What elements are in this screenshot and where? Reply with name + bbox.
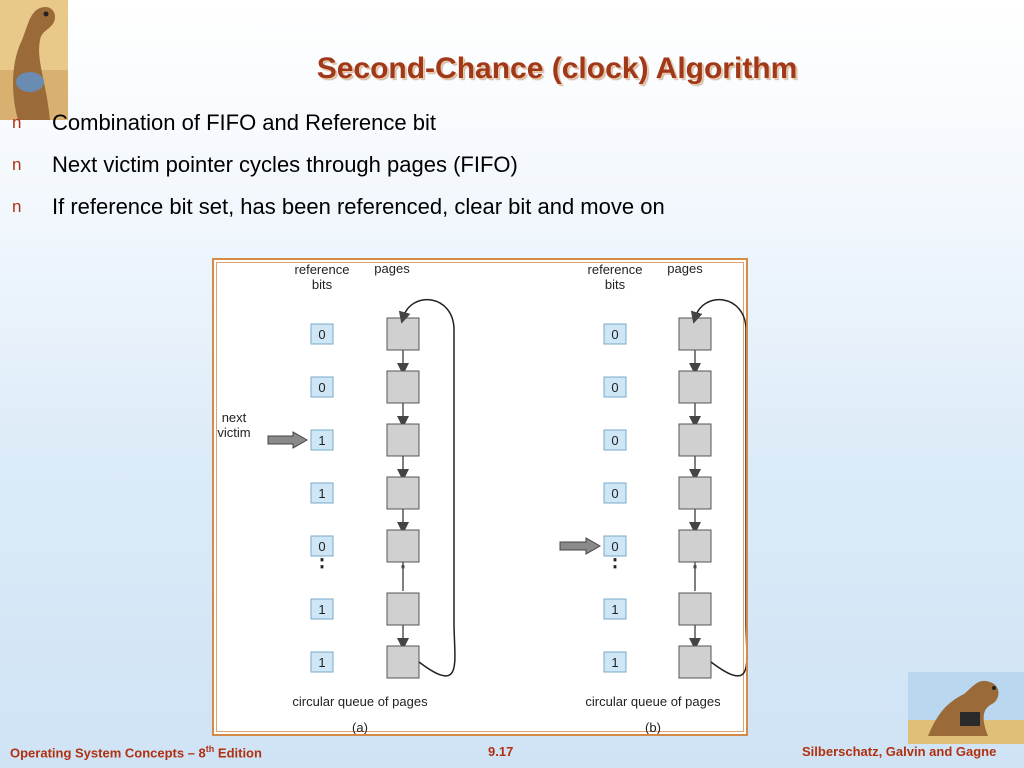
- next-victim-label-line2: victim: [217, 425, 250, 440]
- right_panel-victim-pointer-arrow: [559, 537, 602, 555]
- bullet-marker: n: [12, 113, 22, 132]
- dinosaur-logo-bottom: [908, 672, 1024, 744]
- clock-algorithm-figure: reference bits pages reference bits page…: [212, 258, 748, 736]
- left_panel-bit-box: [310, 598, 334, 620]
- figure-canvas: reference bits pages reference bits page…: [217, 261, 746, 734]
- left_panel-bit-box: [310, 323, 334, 345]
- left-refbits-label-line1: reference: [295, 262, 350, 277]
- right_panel-page-frame: [678, 423, 712, 457]
- footer-sup: th: [205, 744, 215, 754]
- right_panel-bit-box: [603, 651, 627, 673]
- left_panel-bit-value: 1: [318, 486, 325, 501]
- right_panel-page-frame: [678, 317, 712, 351]
- left_panel-bit-value: 1: [318, 655, 325, 670]
- dinosaur-logo-top: [0, 0, 68, 120]
- left_panel-page-frame: [386, 317, 420, 351]
- left-pages-label: pages: [374, 261, 410, 276]
- footer-authors: Silberschatz, Galvin and Gagne: [802, 744, 997, 759]
- bullet-list: n Combination of FIFO and Reference bit …: [8, 108, 665, 234]
- footer-course: Operating System Concepts – 8: [10, 745, 206, 761]
- left-panel-label: (a): [352, 720, 368, 734]
- bullet-item: n Combination of FIFO and Reference bit: [8, 108, 665, 150]
- right_panel-page-frame: [678, 592, 712, 626]
- left_panel-bit-box: [310, 482, 334, 504]
- right_panel-bit-box: [603, 482, 627, 504]
- right_panel-page-frame: [678, 645, 712, 679]
- footer-page-number: 9.17: [488, 744, 514, 759]
- right_panel-bit-value: 0: [611, 539, 618, 554]
- left_panel-page-frame: [386, 645, 420, 679]
- left_panel-bit-value: 0: [318, 380, 325, 395]
- footer-left: Operating System Concepts – 8th Edition: [10, 744, 262, 760]
- right_panel-page-frame: [678, 529, 712, 563]
- bullet-marker: n: [12, 155, 22, 174]
- left_panel-bit-value: 1: [318, 433, 325, 448]
- left_panel-victim-pointer-arrow: [267, 431, 309, 449]
- right_panel-page-frame: [678, 370, 712, 404]
- right-refbits-label-line1: reference: [588, 262, 643, 277]
- left_panel-bit-value: 0: [318, 327, 325, 342]
- bullet-text: Next victim pointer cycles through pages…: [52, 152, 518, 177]
- left_panel-page-frame: [386, 423, 420, 457]
- left_panel-page-frame: [386, 592, 420, 626]
- left-caption: circular queue of pages: [292, 694, 428, 709]
- right_panel-bit-box: [603, 535, 627, 557]
- right_panel-bit-value: 0: [611, 327, 618, 342]
- next-victim-label-line1: next: [222, 410, 247, 425]
- right-caption: circular queue of pages: [585, 694, 721, 709]
- left_panel-bit-box: [310, 651, 334, 673]
- left_panel-page-frame: [386, 476, 420, 510]
- right-pages-label: pages: [667, 261, 703, 276]
- right_panel-circular-arrow: [690, 298, 746, 677]
- left_panel-bit-box: [310, 376, 334, 398]
- left_panel-bit-value: 1: [318, 602, 325, 617]
- right_panel-bit-box: [603, 429, 627, 451]
- right_panel-page-frame: [678, 476, 712, 510]
- right-refbits-label-line2: bits: [605, 277, 626, 292]
- right_panel-bit-value: 0: [611, 380, 618, 395]
- right_panel-bit-value: 0: [611, 486, 618, 501]
- slide-title: Second-Chance (clock) Algorithm: [316, 52, 798, 85]
- bullet-marker: n: [12, 197, 22, 216]
- bullet-text: Combination of FIFO and Reference bit: [52, 110, 436, 135]
- footer-edition: Edition: [214, 745, 262, 761]
- left_panel-bit-value: 0: [318, 539, 325, 554]
- left-refbits-label-line2: bits: [312, 277, 333, 292]
- bullet-item: n If reference bit set, has been referen…: [8, 192, 665, 234]
- right_panel-bit-value: 0: [611, 433, 618, 448]
- bullet-text: If reference bit set, has been reference…: [52, 194, 665, 219]
- bullet-item: n Next victim pointer cycles through pag…: [8, 150, 665, 192]
- right_panel-bit-box: [603, 598, 627, 620]
- right_panel-bit-box: [603, 323, 627, 345]
- left_panel-bit-box: [310, 429, 334, 451]
- right_panel-bit-box: [603, 376, 627, 398]
- right-panel-label: (b): [645, 720, 661, 734]
- left_panel-page-frame: [386, 370, 420, 404]
- left_panel-circular-arrow: [398, 298, 456, 677]
- left_panel-page-frame: [386, 529, 420, 563]
- right_panel-bit-value: 1: [611, 655, 618, 670]
- left_panel-bit-box: [310, 535, 334, 557]
- right_panel-bit-value: 1: [611, 602, 618, 617]
